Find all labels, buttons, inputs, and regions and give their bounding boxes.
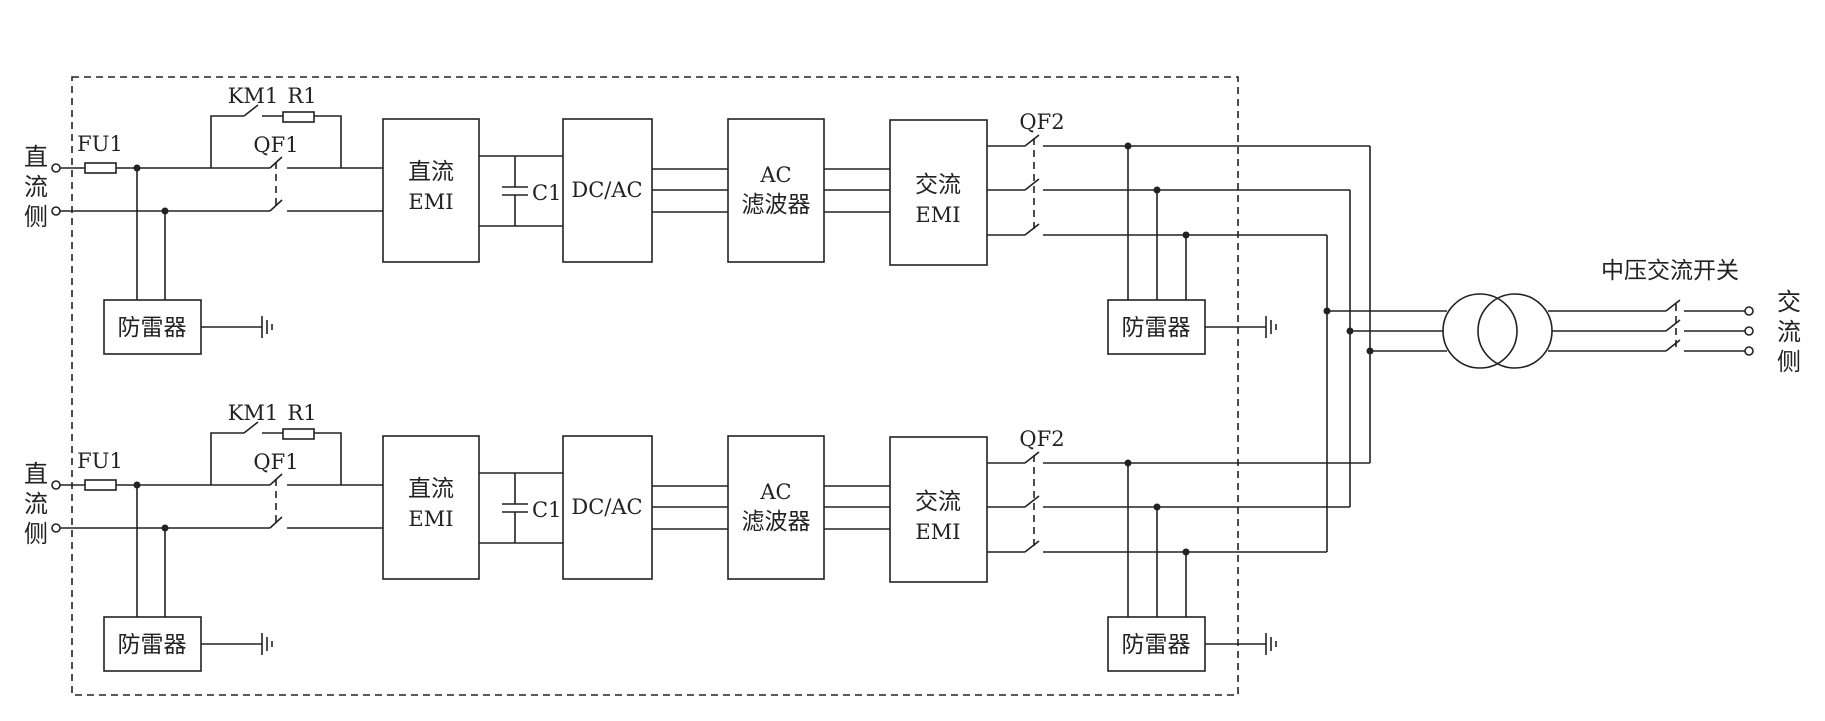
- dc-emi-block: [382, 118, 480, 263]
- breaker-qf2-blade-3: [1024, 540, 1040, 553]
- dc-side-label-char-2: 流: [24, 490, 48, 518]
- fuse-label: FU1: [77, 449, 123, 473]
- ac-combining-bus: [1323, 146, 1447, 552]
- contactor-km1-blade: [243, 104, 259, 117]
- dc-side-label-char-3: 侧: [24, 203, 48, 231]
- fuse-fu1: [84, 162, 117, 174]
- mv-switch-label: 中压交流开关: [1601, 258, 1739, 284]
- dc-side-label-char-1: 直: [24, 143, 48, 171]
- fuse-fu1: [84, 479, 117, 491]
- ground-icon: [1265, 316, 1277, 338]
- surge-protector-dc-label: 防雷器: [118, 632, 187, 658]
- inverter-label: DC/AC: [571, 178, 642, 202]
- resistor-r1: [282, 428, 315, 440]
- inverter-block: [562, 118, 653, 263]
- surge-protector-ac: [1107, 616, 1206, 672]
- ac-emi-block: [889, 436, 988, 583]
- breaker-qf2-label: QF2: [1019, 110, 1064, 134]
- ac-terminal-2: [1744, 326, 1754, 336]
- ground-icon: [261, 633, 273, 655]
- transformer-icon: [1442, 293, 1553, 369]
- breaker-qf2-label: QF2: [1019, 427, 1064, 451]
- breaker-qf1-label: QF1: [253, 450, 298, 474]
- ac-terminal-1: [1744, 306, 1754, 316]
- contactor-km1-blade: [243, 421, 259, 434]
- contactor-label: KM1: [228, 401, 279, 425]
- ac-filter-label-line-1: AC: [759, 480, 791, 504]
- ac-emi-label-line-1: 交流: [915, 172, 961, 198]
- mv-switch-blade-2: [1665, 319, 1681, 332]
- surge-protector-ac-label: 防雷器: [1122, 632, 1191, 658]
- resistor-r1: [282, 111, 315, 123]
- ac-emi-label-line-2: EMI: [915, 203, 960, 227]
- dc-positive-terminal: [51, 480, 61, 490]
- inverter-enclosure: [71, 76, 1239, 696]
- breaker-qf2-blade-1: [1024, 134, 1040, 147]
- mv-switch-blade-3: [1665, 339, 1681, 352]
- ac-terminal-3: [1744, 346, 1754, 356]
- breaker-qf2-blade-3: [1024, 223, 1040, 236]
- breaker-qf2-blade-1: [1024, 451, 1040, 464]
- dc-emi-label-line-2: EMI: [408, 507, 453, 531]
- capacitor-label: C1: [532, 498, 561, 522]
- ac-filter-label-line-2: 滤波器: [742, 192, 811, 218]
- dc-positive-terminal: [51, 163, 61, 173]
- ground-icon: [1265, 633, 1277, 655]
- inverter-label: DC/AC: [571, 495, 642, 519]
- dc-side-label-char-2: 流: [24, 173, 48, 201]
- ac-side-label-char-2: 流: [1777, 318, 1801, 346]
- unit-1: 直 流 侧 FU1 KM1 R1 QF1 防雷器: [24, 84, 1370, 355]
- dc-emi-label-line-1: 直流: [408, 476, 454, 502]
- breaker-qf2-blade-2: [1024, 178, 1040, 191]
- ground-icon: [261, 316, 273, 338]
- inverter-block: [562, 435, 653, 580]
- breaker-qf1-label: QF1: [253, 133, 298, 157]
- mv-switch-blade-1: [1665, 299, 1681, 312]
- surge-protector-ac: [1107, 299, 1206, 355]
- ac-filter-block: [727, 118, 825, 263]
- mv-ac-switch: 中压交流开关: [1548, 258, 1754, 356]
- contactor-label: KM1: [228, 84, 279, 108]
- ac-filter-block: [727, 435, 825, 580]
- dc-negative-terminal: [51, 523, 61, 533]
- dc-side-label-char-3: 侧: [24, 520, 48, 548]
- ac-filter-label-line-1: AC: [759, 163, 791, 187]
- ac-side-label-char-3: 侧: [1777, 348, 1801, 376]
- surge-protector-ac-label: 防雷器: [1122, 315, 1191, 341]
- unit-2: 直 流 侧 FU1 KM1 R1 QF1 防雷器: [24, 401, 1370, 672]
- dc-negative-terminal: [51, 206, 61, 216]
- surge-protector-dc: [103, 299, 202, 355]
- resistor-label: R1: [287, 84, 316, 108]
- capacitor-label: C1: [532, 181, 561, 205]
- breaker-qf1-blade-bottom: [269, 516, 283, 529]
- dc-emi-label-line-2: EMI: [408, 190, 453, 214]
- breaker-qf2-blade-2: [1024, 495, 1040, 508]
- ac-emi-label-line-2: EMI: [915, 520, 960, 544]
- breaker-qf1-blade-bottom: [269, 199, 283, 212]
- dc-side-label-char-1: 直: [24, 460, 48, 488]
- surge-protector-dc: [103, 616, 202, 672]
- resistor-label: R1: [287, 401, 316, 425]
- fuse-label: FU1: [77, 132, 123, 156]
- ac-emi-block: [889, 119, 988, 266]
- ac-side-label-char-1: 交: [1777, 288, 1801, 316]
- ac-emi-label-line-1: 交流: [915, 489, 961, 515]
- dc-emi-label-line-1: 直流: [408, 159, 454, 185]
- dc-emi-block: [382, 435, 480, 580]
- surge-protector-dc-label: 防雷器: [118, 315, 187, 341]
- ac-filter-label-line-2: 滤波器: [742, 509, 811, 535]
